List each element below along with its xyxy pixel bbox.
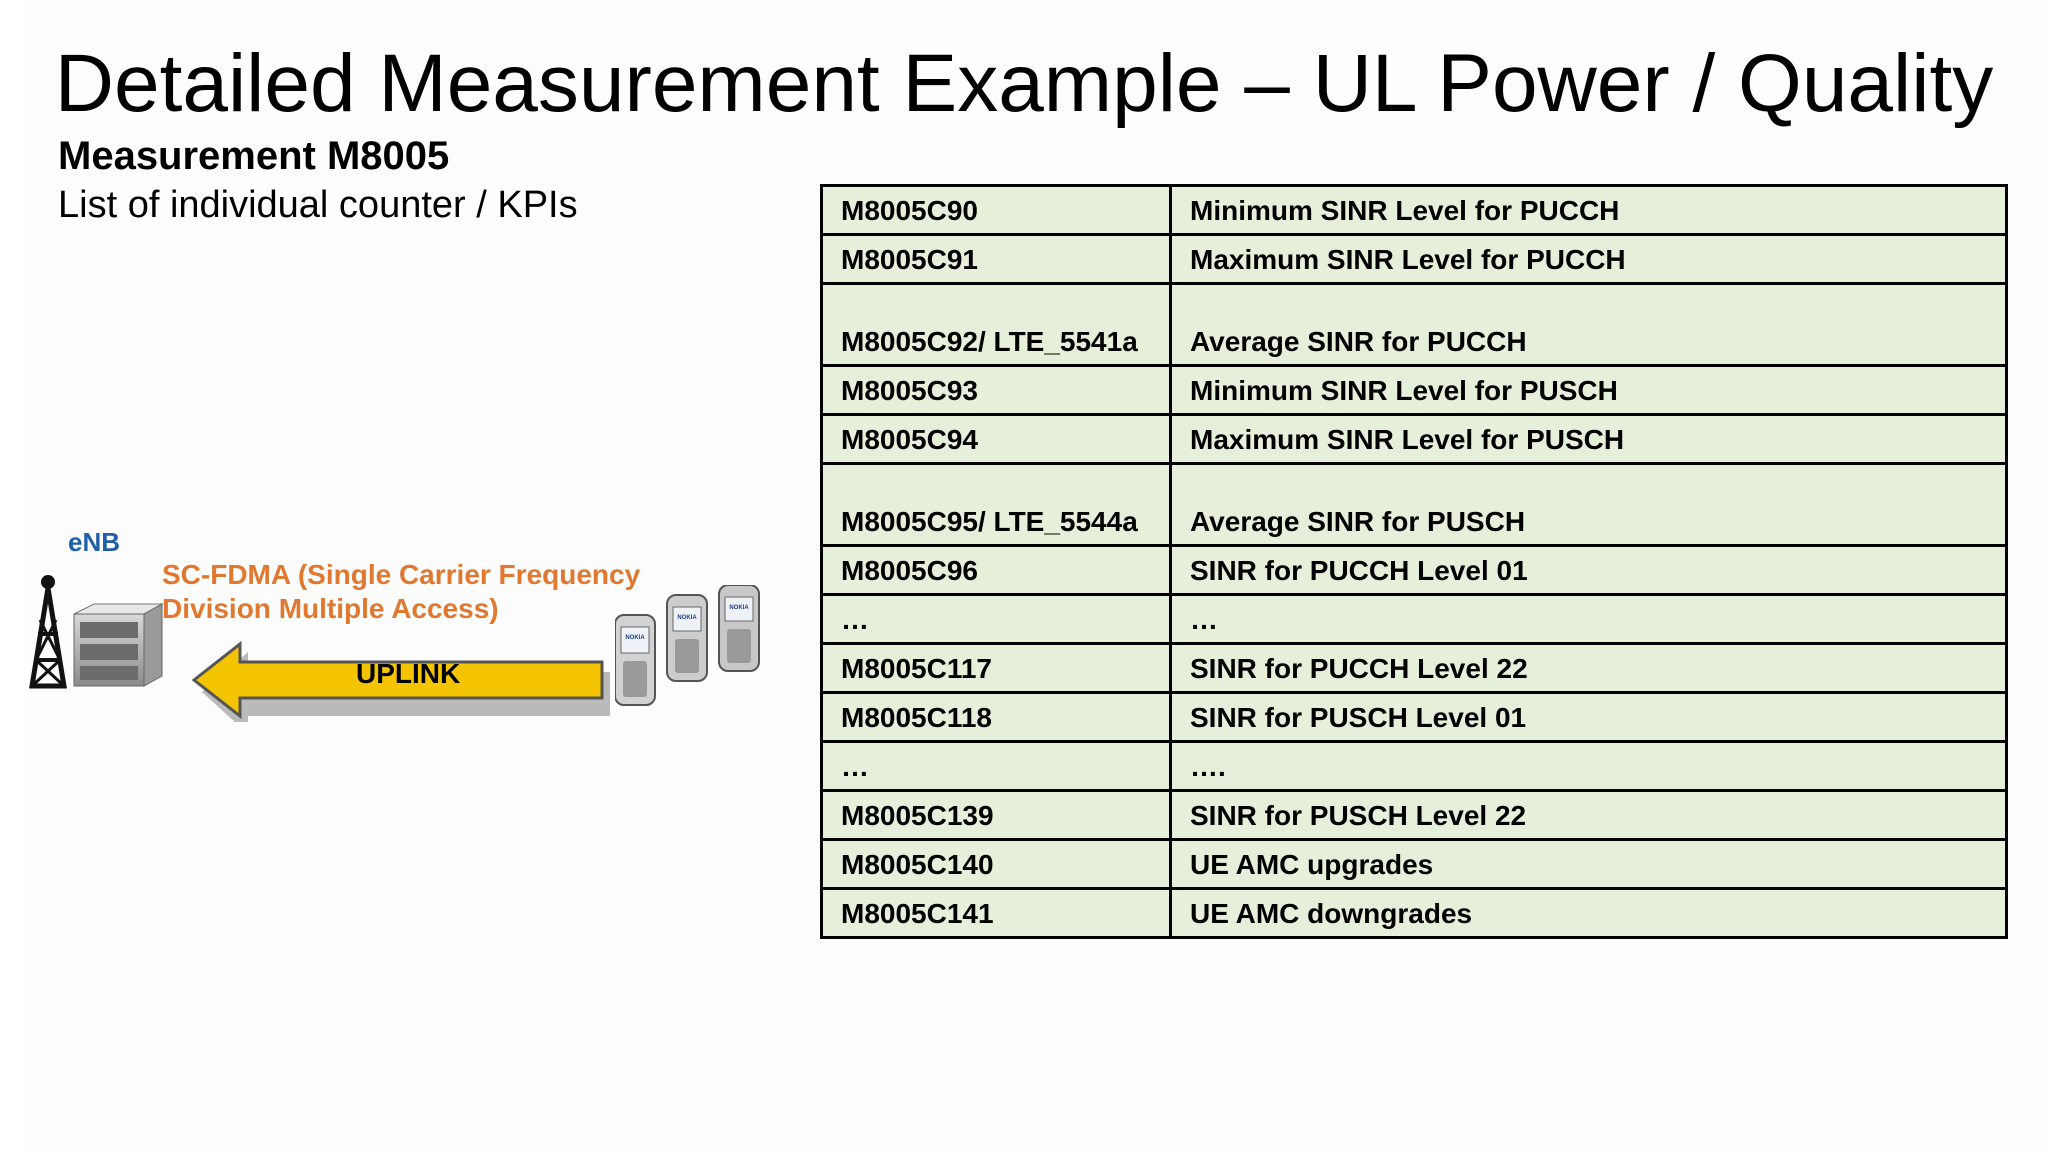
table-row: ……. [820, 740, 2008, 792]
counter-description-cell: Average SINR for PUSCH [1169, 462, 2008, 547]
counter-id-cell: M8005C117 [820, 642, 1172, 694]
counter-id-cell: … [820, 740, 1172, 792]
counter-description-cell: SINR for PUCCH Level 01 [1169, 544, 2008, 596]
table-row: …… [820, 593, 2008, 645]
counter-description-cell: …. [1169, 740, 2008, 792]
counter-id-cell: M8005C95/ LTE_5544a [820, 462, 1172, 547]
access-method-line-2: Division Multiple Access) [162, 593, 499, 624]
counter-description-cell: UE AMC downgrades [1169, 887, 2008, 939]
counter-description-cell: Minimum SINR Level for PUSCH [1169, 364, 2008, 416]
counter-id-cell: M8005C118 [820, 691, 1172, 743]
counter-description-cell: SINR for PUCCH Level 22 [1169, 642, 2008, 694]
counter-id-cell: M8005C141 [820, 887, 1172, 939]
mobile-phones-icon: NOKIA NOKIA NOKIA [615, 585, 760, 706]
counter-id-cell: M8005C91 [820, 233, 1172, 285]
enb-label: eNB [68, 527, 121, 557]
measurement-description: List of individual counter / KPIs [58, 184, 578, 226]
counter-id-cell: M8005C92/ LTE_5541a [820, 282, 1172, 367]
counter-description-cell: Average SINR for PUCCH [1169, 282, 2008, 367]
counter-id-cell: M8005C139 [820, 789, 1172, 841]
counter-description-cell: … [1169, 593, 2008, 645]
uplink-arrow [191, 640, 610, 722]
counter-id-cell: M8005C140 [820, 838, 1172, 890]
counter-description-cell: SINR for PUSCH Level 22 [1169, 789, 2008, 841]
counter-description-cell: Maximum SINR Level for PUSCH [1169, 413, 2008, 465]
enb-base-station-icon [73, 603, 164, 687]
measurement-heading: Measurement M8005 [58, 134, 450, 178]
slide-title: Detailed Measurement Example – UL Power … [54, 38, 1994, 129]
counter-description-cell: SINR for PUSCH Level 01 [1169, 691, 2008, 743]
counter-id-cell: M8005C96 [820, 544, 1172, 596]
counter-description-cell: Maximum SINR Level for PUCCH [1169, 233, 2008, 285]
counter-id-cell: M8005C93 [820, 364, 1172, 416]
counter-description-cell: Minimum SINR Level for PUCCH [1169, 184, 2008, 236]
counter-description-cell: UE AMC upgrades [1169, 838, 2008, 890]
counter-id-cell: M8005C90 [820, 184, 1172, 236]
svg-text:NOKIA: NOKIA [729, 605, 749, 611]
access-method-line-1: SC-FDMA (Single Carrier Frequency [162, 559, 641, 590]
counter-id-cell: … [820, 593, 1172, 645]
uplink-label: UPLINK [356, 658, 461, 689]
antenna-tower-icon [29, 575, 67, 689]
counter-id-cell: M8005C94 [820, 413, 1172, 465]
access-method-label: SC-FDMA (Single Carrier Frequency Divisi… [162, 558, 640, 626]
svg-text:NOKIA: NOKIA [677, 615, 697, 621]
svg-text:NOKIA: NOKIA [625, 635, 645, 641]
